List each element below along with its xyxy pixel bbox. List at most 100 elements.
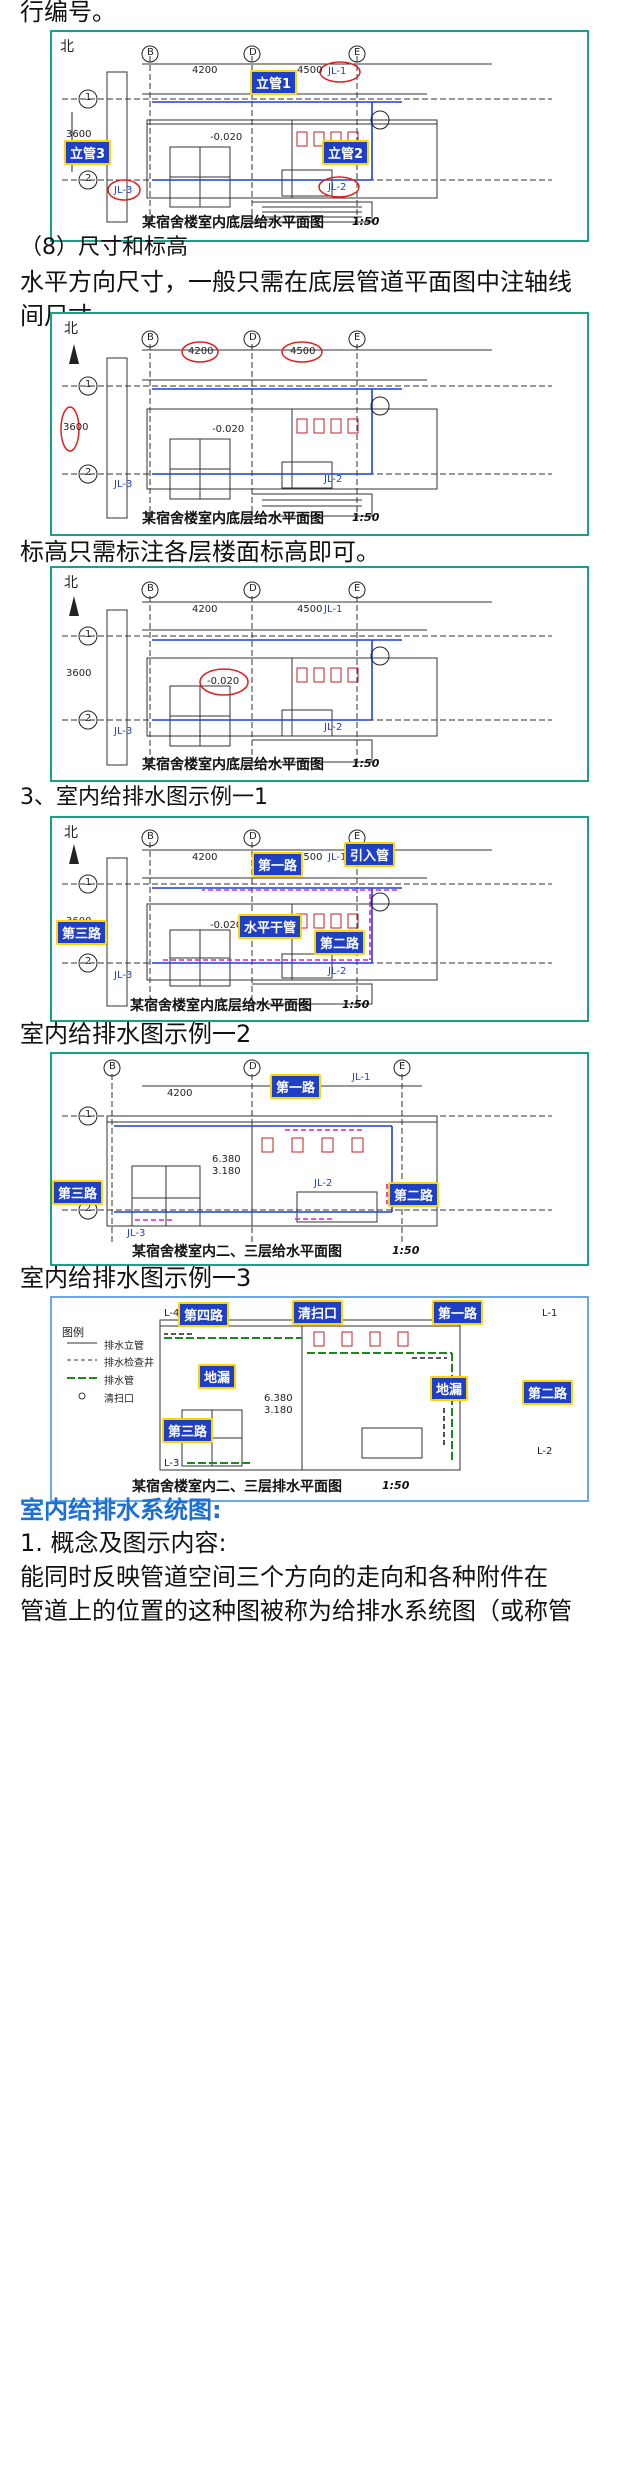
axis-2: 2: [85, 173, 92, 184]
elevation-b: 3.180: [264, 1405, 293, 1416]
tag-inlet-pipe: 引入管: [344, 842, 396, 867]
axis-1: 1: [85, 629, 92, 640]
axis-e: E: [354, 831, 361, 842]
figure-scale: 1:50: [352, 215, 380, 228]
figure-scale: 1:50: [352, 757, 380, 770]
l4-label: L-4: [164, 1308, 180, 1319]
dim-4200: 4200: [167, 1088, 193, 1099]
dim-3600: 3600: [66, 668, 92, 679]
para-3-line-2: 管道上的位置的这种图被称为给排水系统图（或称管: [20, 1597, 572, 1625]
axis-2: 2: [85, 1203, 92, 1214]
north-label: 北: [64, 575, 78, 591]
l1-label: L-1: [542, 1308, 558, 1319]
dim-4500: 4500: [297, 65, 323, 76]
plan-drawing: [62, 45, 552, 227]
dim-4200: 4200: [192, 852, 218, 863]
elevation-b: 3.180: [212, 1166, 241, 1177]
axis-2: 2: [85, 713, 92, 724]
figure-3-plan: 北 1 2 B D E 4200 4500 3600 -0.020 JL-1 J…: [50, 566, 589, 782]
jl-2-label: JL-2: [324, 722, 343, 733]
dim-4200: 4200: [192, 65, 218, 76]
axis-e: E: [354, 583, 361, 594]
legend-title: 图例: [62, 1326, 84, 1339]
figure-scale: 1:50: [392, 1244, 420, 1257]
jl-3-label: JL-3: [114, 726, 133, 737]
figure-scale: 1:50: [382, 1479, 410, 1492]
jl-3-label: JL-3: [127, 1228, 146, 1239]
dim-3600: 3600: [66, 129, 92, 140]
figure-6-plan: 图例 排水立管 排水检查井 排水管 清扫口 L-4 L-1 L-2 L-3 6.…: [50, 1296, 589, 1502]
figure-caption: 某宿舍楼室内二、三层排水平面图: [132, 1479, 342, 1495]
north-label: 北: [64, 321, 78, 337]
dim-3600: 3600: [63, 422, 89, 433]
axis-1: 1: [85, 92, 92, 103]
figure-5-plan: 1 2 B D E 4200 6.380 3.180 JL-1 JL-2 JL-…: [50, 1052, 589, 1266]
jl-3-label: JL-3: [114, 970, 133, 981]
tag-road-2: 第二路: [314, 930, 366, 955]
dim-4500: 4500: [297, 852, 323, 863]
axis-d: D: [249, 47, 257, 58]
axis-b: B: [147, 47, 154, 58]
jl-2-label: JL-2: [328, 182, 347, 193]
tag-riser-3: 立管3: [64, 140, 112, 165]
axis-b: B: [147, 583, 154, 594]
legend-cleanout: 清扫口: [104, 1394, 134, 1405]
axis-2: 2: [85, 467, 92, 478]
plan-drawing: [62, 1059, 552, 1244]
axis-b: B: [109, 1061, 116, 1072]
figure-2-plan: 北 1 2 B D E 4200 4500 3600 -0.020 JL-2 J…: [50, 312, 589, 536]
legend-drain-riser: 排水立管: [104, 1341, 144, 1352]
tag-road-1: 第一路: [432, 1300, 484, 1325]
dim-4500: 4500: [290, 346, 316, 357]
elevation-a: 6.380: [264, 1393, 293, 1404]
jl-3-label: JL-3: [114, 479, 133, 490]
elevation: -0.020: [212, 424, 245, 435]
jl-1-label: JL-1: [328, 852, 347, 863]
figure-scale: 1:50: [352, 511, 380, 524]
axis-1: 1: [85, 877, 92, 888]
dim-4200: 4200: [192, 604, 218, 615]
example-3-heading: 室内给排水图示例一3: [20, 1264, 252, 1292]
figure-caption: 某宿舍楼室内二、三层给水平面图: [132, 1244, 342, 1260]
axis-d: D: [249, 583, 257, 594]
tag-road-2: 第二路: [522, 1380, 574, 1405]
axis-b: B: [147, 831, 154, 842]
section-8-heading: （8）尺寸和标高: [20, 235, 188, 260]
tag-road-3: 第三路: [56, 920, 108, 945]
axis-1: 1: [85, 1109, 92, 1120]
tag-road-3: 第三路: [162, 1418, 214, 1443]
elevation: -0.020: [210, 920, 243, 931]
tag-cleanout: 清扫口: [292, 1300, 344, 1325]
tag-road-1: 第一路: [252, 852, 304, 877]
legend-drain-pipe: 排水管: [104, 1376, 134, 1387]
axis-2: 2: [85, 956, 92, 967]
figure-caption: 某宿舍楼室内底层给水平面图: [142, 215, 324, 231]
l3-label: L-3: [164, 1458, 180, 1469]
tag-riser-2: 立管2: [322, 140, 370, 165]
jl-2-label: JL-2: [328, 966, 347, 977]
figure-caption: 某宿舍楼室内底层给水平面图: [142, 757, 324, 773]
plan-drawing: [62, 581, 552, 766]
tag-floor-drain-a: 地漏: [198, 1364, 237, 1389]
para-1-line-1: 水平方向尺寸，一般只需在底层管道平面图中注轴线: [20, 268, 572, 296]
axis-d: D: [249, 1061, 257, 1072]
figure-scale: 1:50: [342, 998, 370, 1011]
figure-4-plan: 北 1 2 B D E 4200 4500 3600 -0.020 JL-1 J…: [50, 816, 589, 1022]
figure-caption: 某宿舍楼室内底层给水平面图: [142, 511, 324, 527]
dim-4200: 4200: [188, 346, 214, 357]
jl-2-label: JL-2: [314, 1178, 333, 1189]
axis-e: E: [354, 47, 361, 58]
axis-1: 1: [85, 379, 92, 390]
tag-road-2: 第二路: [388, 1182, 440, 1207]
tag-floor-drain-b: 地漏: [430, 1376, 469, 1401]
axis-d: D: [249, 831, 257, 842]
para-3-line-1: 能同时反映管道空间三个方向的走向和各种附件在: [20, 1563, 548, 1591]
tag-road-1: 第一路: [270, 1074, 322, 1099]
text-line-1: 行编号。: [20, 0, 116, 26]
plan-drawing: [60, 330, 552, 519]
jl-1-label: JL-1: [352, 1072, 371, 1083]
section-3-heading: 3、室内给排水图示例一1: [20, 785, 268, 810]
figure-caption: 某宿舍楼室内底层给水平面图: [130, 998, 312, 1014]
north-label: 北: [60, 39, 74, 55]
tag-road-3: 第三路: [52, 1180, 104, 1205]
